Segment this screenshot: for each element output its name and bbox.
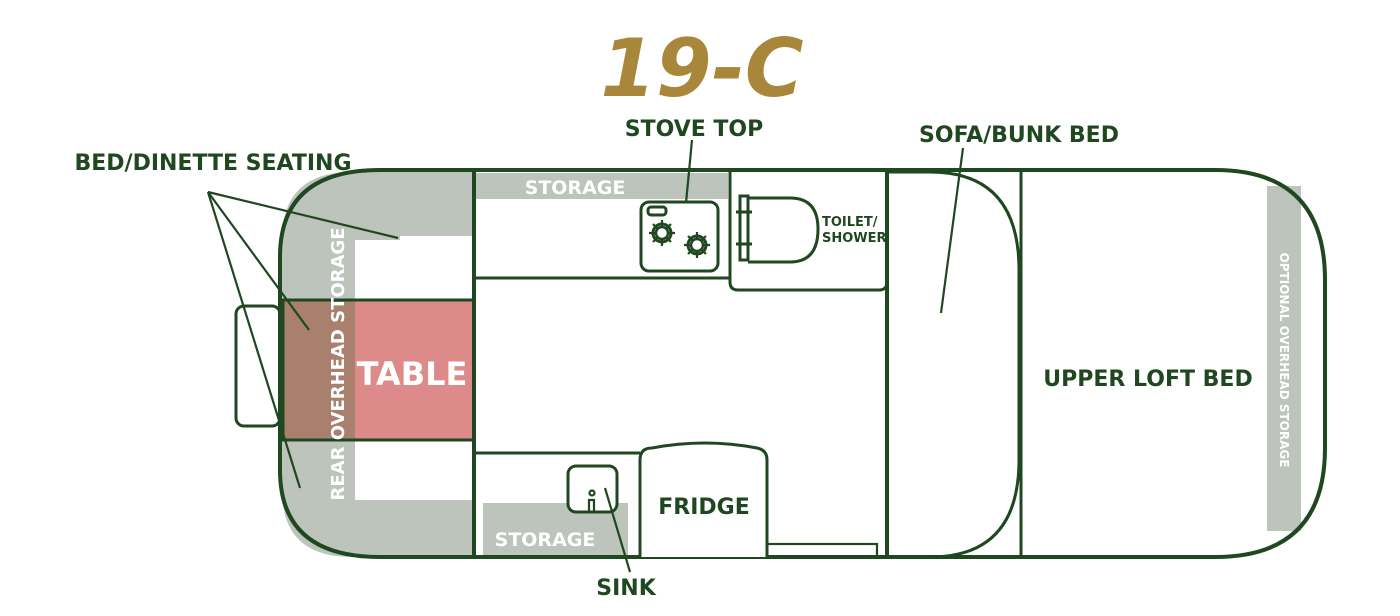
storage-top-label: STORAGE [525,177,626,199]
burner-icon [684,232,710,258]
optional-overhead-storage-label: OPTIONAL OVERHEAD STORAGE [1277,253,1291,468]
sofa-bunk-bed-outline [887,170,1021,559]
stove-top-label: STOVE TOP [625,117,764,142]
leader-line [207,190,399,240]
upper-loft-bed-label: UPPER LOFT BED [1043,367,1252,392]
table-zone [355,300,474,440]
table-label: TABLE [357,355,468,393]
optional-overhead-storage-zone [1267,186,1301,531]
toilet-icon [736,194,820,264]
model-title: 19-C [600,22,803,115]
rear-storage-zone [282,172,474,557]
fridge-door [765,542,879,559]
leader-line [603,487,632,573]
toilet-shower-label-line2: SHOWER [822,231,887,246]
leader-line [939,147,965,314]
leader-line [207,191,310,331]
sink-label: SINK [596,576,656,601]
rear-bumper [234,304,282,428]
rear-overhead-storage-label: REAR OVERHEAD STORAGE [328,227,349,500]
fridge [638,441,769,557]
rear-storage-overlap [283,300,355,440]
sink-faucet [587,498,596,512]
sink-basin [566,464,619,514]
leader-line [206,191,302,489]
bed-dinette-seating-label: BED/DINETTE SEATING [74,151,351,176]
sofa-bunk-bed-label: SOFA/BUNK BED [919,123,1119,148]
storage-bottom-label: STORAGE [495,529,596,551]
toilet-shower-room [728,172,889,292]
sink-drain [588,489,596,497]
toilet-shower-label-line1: TOILET/ [822,215,878,230]
trailer-outline [278,168,1327,559]
fridge-label: FRIDGE [658,495,750,520]
stove-control-panel [646,205,668,217]
burner-icon [649,220,675,246]
leader-line [684,139,694,204]
